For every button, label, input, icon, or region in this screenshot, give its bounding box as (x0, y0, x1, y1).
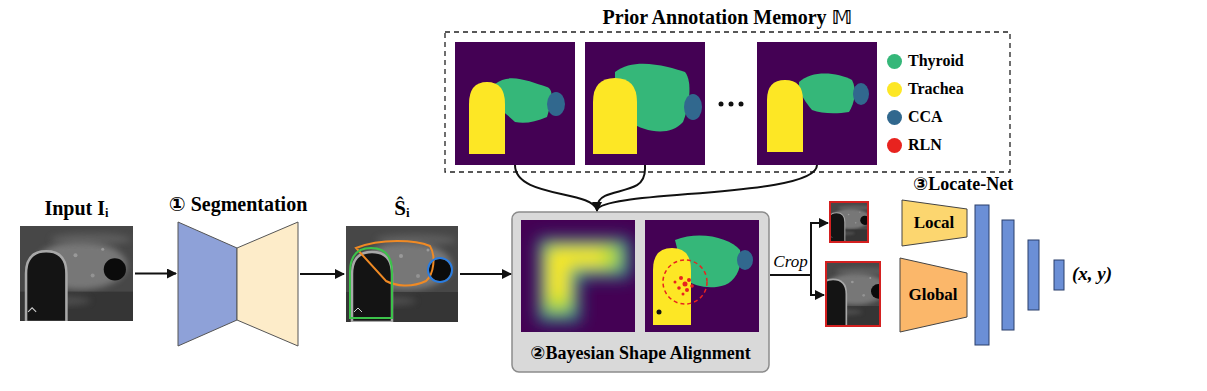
segmentation-overlay (350, 241, 452, 318)
annotation-mask (469, 82, 505, 154)
node-label: ① Segmentation (169, 193, 308, 216)
prior-heatmap (521, 220, 635, 332)
local-crop (830, 202, 868, 242)
prior-heatmap (538, 238, 630, 322)
bayesian-alignment-box: ②Bayesian Shape Alignment (512, 212, 769, 372)
aligned-mask (663, 260, 707, 304)
ellipsis-dots (719, 102, 744, 107)
local-encoder: Local (830, 196, 967, 250)
network-title: ③Locate-Net (913, 174, 1013, 195)
aligned-mask (653, 248, 691, 325)
memory-merge-lines (597, 165, 817, 210)
legend-label: Trachea (908, 80, 964, 98)
flow-arrow (597, 165, 645, 211)
node-label: Ŝᵢ (394, 196, 409, 220)
aligned-mask (685, 288, 689, 292)
prior-heatmap (538, 238, 630, 322)
node-label: Local (914, 213, 955, 233)
annotation-mask (684, 94, 702, 120)
segmentation-overlay (346, 226, 458, 322)
global-encoder: Global (826, 258, 967, 332)
flow-arrow (460, 273, 511, 275)
regression-bars (975, 205, 989, 345)
global-crop (816, 262, 891, 326)
node-label: Input Iᵢ (44, 197, 108, 220)
aligned-mask (737, 250, 753, 270)
ellipsis-dots (739, 102, 744, 107)
input-image: Input Iᵢ (20, 226, 133, 321)
aligned-mask (687, 278, 691, 282)
encoder-decoder (237, 222, 298, 346)
aligned-mask (679, 276, 683, 280)
local-encoder-shape (902, 200, 967, 246)
legend-item: RLN (887, 136, 997, 156)
global-crop (816, 262, 891, 326)
aligned-mask (645, 220, 759, 332)
segmentation-result: Ŝᵢ (346, 226, 458, 322)
segmentation-network: ① Segmentation (178, 222, 298, 346)
annotation-mask (757, 42, 877, 165)
output-coordinates: (x, y) (1072, 263, 1112, 285)
segmentation-overlay (428, 258, 452, 282)
annotation-mask (455, 42, 575, 165)
annotation-mask (455, 42, 575, 165)
annotation-mask (767, 80, 803, 152)
annotation-mask (799, 74, 855, 114)
aligned-mask (657, 310, 662, 315)
global-encoder-shape (900, 258, 967, 332)
edge-label: Crop (771, 252, 809, 272)
flow-arrow (300, 273, 344, 275)
flow-arrow (135, 273, 176, 275)
regression-bars (1028, 240, 1039, 310)
node-label: Prior Annotation Memory 𝕄 (603, 6, 853, 29)
legend-item: Trachea (887, 80, 997, 100)
node-label: Global (908, 285, 957, 305)
segmentation-overlay (350, 248, 392, 318)
segmentation-overlay (346, 226, 458, 322)
legend-label: CCA (908, 108, 943, 126)
ellipsis-dots (729, 102, 734, 107)
memory-frame (445, 32, 1010, 172)
aligned-mask (674, 281, 677, 284)
memory-merge-lines (515, 165, 817, 210)
aligned-mask (690, 284, 694, 288)
annotation-mask (547, 92, 565, 116)
legend-label: RLN (908, 136, 942, 154)
legend-swatch (887, 82, 902, 97)
node-label: ②Bayesian Shape Alignment (530, 343, 750, 364)
memory-merge-lines (515, 165, 597, 210)
flow-arrow (770, 275, 824, 295)
ultrasound-image (20, 225, 133, 322)
aligned-mask (645, 220, 759, 332)
alignment-panel (512, 212, 769, 372)
annotation-mask (593, 78, 637, 154)
aligned-mask (683, 282, 688, 287)
global-crop (826, 262, 880, 326)
regression-bars (1002, 220, 1014, 330)
local-crop (826, 202, 873, 242)
encoder-decoder (178, 222, 237, 346)
flow-arrow (770, 223, 828, 275)
legend-swatch (887, 110, 902, 125)
regression-bars (975, 205, 1064, 345)
legend-item: Thyroid (887, 52, 997, 72)
annotation-mask (757, 42, 877, 165)
ellipsis-dots (719, 102, 724, 107)
prior-heatmap (521, 220, 635, 332)
regression-bars (1054, 260, 1064, 290)
local-crop (826, 202, 873, 242)
encoder-decoder (178, 222, 298, 346)
legend-swatch (887, 138, 902, 153)
aligned-mask (682, 293, 685, 296)
annotation-mask (585, 42, 705, 165)
annotation-mask (853, 83, 869, 105)
annotation-mask (585, 42, 705, 165)
legend-label: Thyroid (908, 52, 964, 70)
aligned-mask (677, 286, 681, 290)
prior-heatmap (550, 250, 604, 264)
legend-swatch (887, 54, 902, 69)
legend-item: CCA (887, 108, 997, 128)
